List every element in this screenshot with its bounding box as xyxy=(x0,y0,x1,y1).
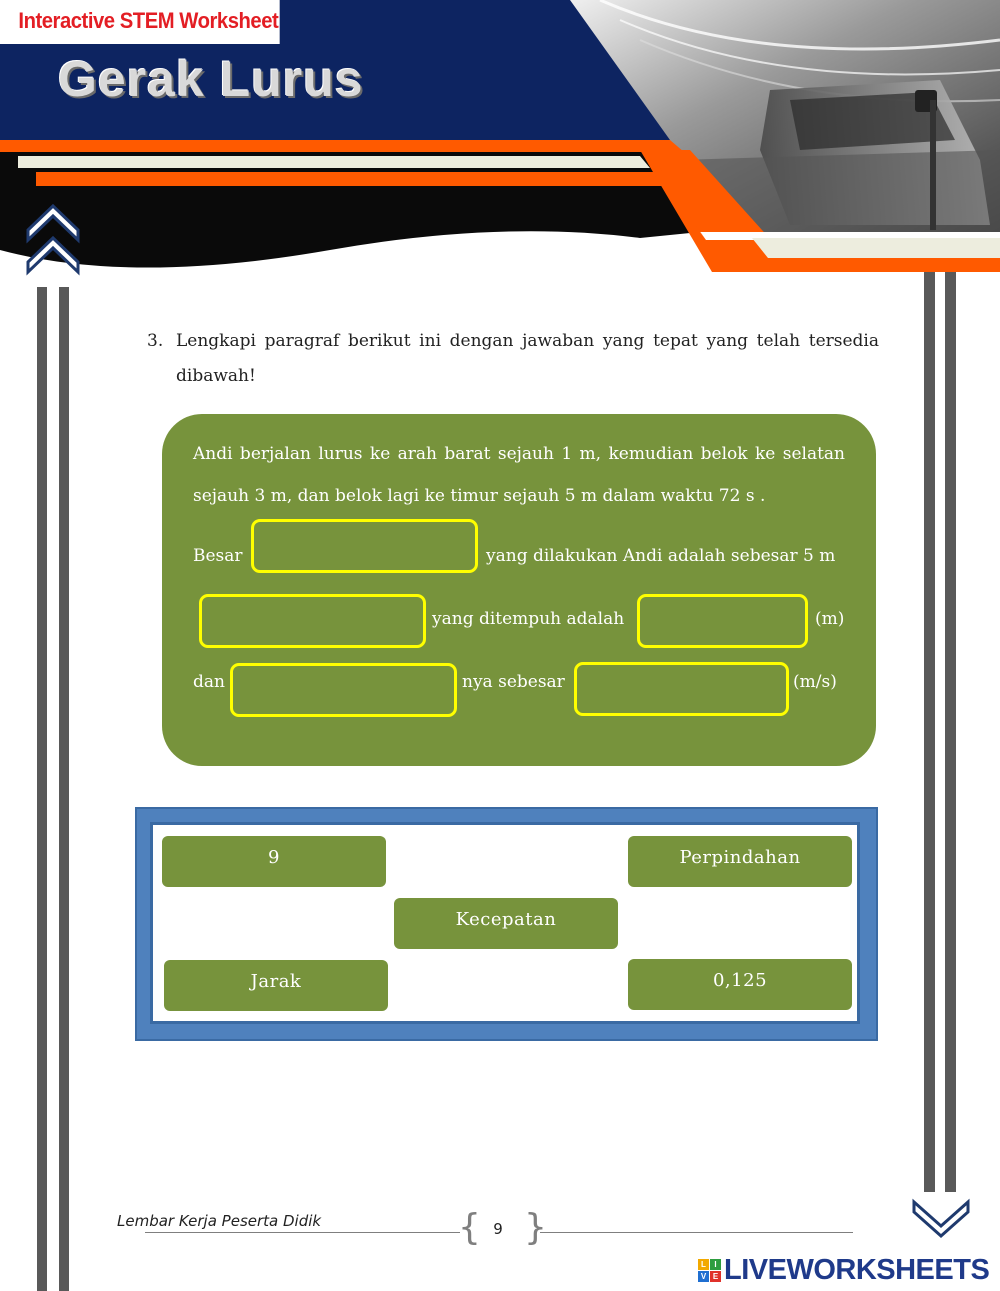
fill-in-panel xyxy=(162,414,876,766)
question-block: 3. Lengkapi paragraf berikut ini dengan … xyxy=(147,324,879,394)
answer-dropzone-1[interactable] xyxy=(251,519,478,573)
answer-chip-0-125[interactable]: 0,125 xyxy=(628,959,852,1010)
label-unit-m: (m) xyxy=(815,609,845,629)
question-number: 3. xyxy=(147,331,164,351)
label-nya-sebesar: nya sebesar xyxy=(462,672,565,692)
left-rail-inner xyxy=(59,287,69,1291)
footer-label: Lembar Kerja Peserta Didik xyxy=(117,1212,322,1230)
paragraph-line-2: sejauh 3 m, dan belok lagi ke timur seja… xyxy=(193,486,766,506)
right-rail-inner xyxy=(945,272,956,1192)
page-title: Gerak Lurus xyxy=(58,51,364,107)
chevron-down-icon xyxy=(912,1198,970,1239)
answer-dropzone-5[interactable] xyxy=(574,662,789,716)
label-ditempuh: yang ditempuh adalah xyxy=(432,609,625,629)
answer-chip-jarak[interactable]: Jarak xyxy=(164,960,388,1011)
right-rail-outer xyxy=(924,272,935,1192)
liveworksheets-logo: L I V E LIVEWORKSHEETS xyxy=(698,1254,990,1287)
label-unit-ms: (m/s) xyxy=(793,672,837,692)
left-rail-outer xyxy=(37,287,47,1291)
liveworksheets-wordmark: LIVEWORKSHEETS xyxy=(724,1254,990,1286)
answer-dropzone-4[interactable] xyxy=(230,663,457,717)
page-bracket-left-icon: { xyxy=(458,1207,481,1248)
answer-chip-perpindahan[interactable]: Perpindahan xyxy=(628,836,852,887)
answer-dropzone-3[interactable] xyxy=(637,594,808,648)
liveworksheets-grid-icon: L I V E xyxy=(698,1259,721,1282)
worksheet-badge: Interactive STEM Worksheet xyxy=(0,0,280,44)
label-after-blank-1: yang dilakukan Andi adalah sebesar 5 m xyxy=(486,546,836,566)
answer-chip-9[interactable]: 9 xyxy=(162,836,386,887)
answer-dropzone-2[interactable] xyxy=(199,594,426,648)
chevron-up-icon xyxy=(26,203,80,276)
page-bracket-right-icon: } xyxy=(524,1207,547,1248)
label-besar: Besar xyxy=(193,546,243,566)
footer-divider-left xyxy=(145,1232,460,1233)
page-number: 9 xyxy=(493,1220,503,1238)
footer-divider-right xyxy=(540,1232,853,1233)
answer-chip-kecepatan[interactable]: Kecepatan xyxy=(394,898,618,949)
label-dan: dan xyxy=(193,672,225,692)
question-text: Lengkapi paragraf berikut ini dengan jaw… xyxy=(176,331,879,386)
paragraph-line-1: Andi berjalan lurus ke arah barat sejauh… xyxy=(193,444,845,464)
